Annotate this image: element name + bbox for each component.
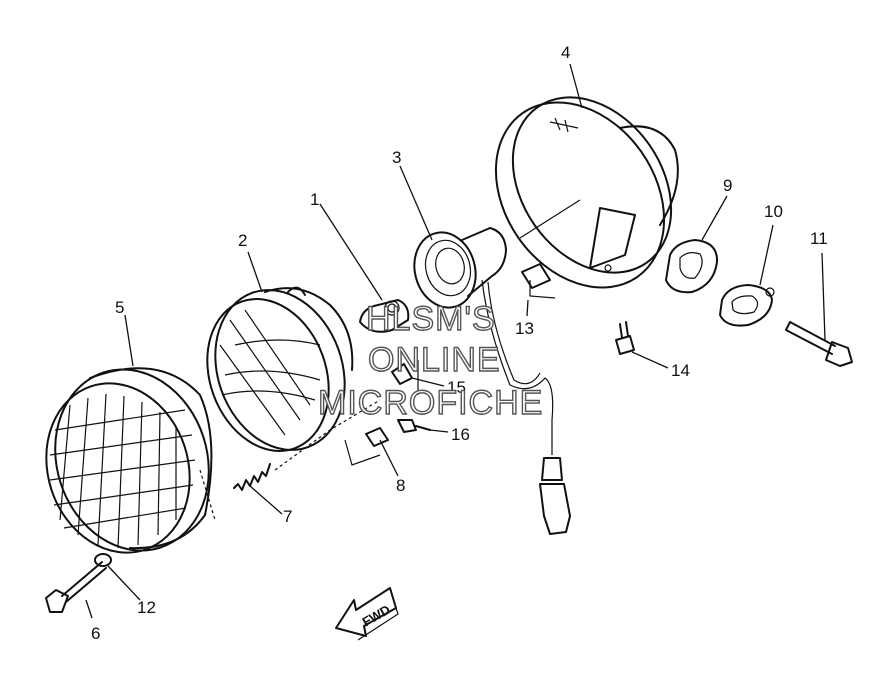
- wiring-lead: [481, 279, 571, 535]
- callout-6: 6: [91, 624, 100, 643]
- nut: [365, 427, 389, 447]
- callout-5: 5: [115, 298, 124, 317]
- callout-11: 11: [810, 229, 828, 248]
- cap: [719, 284, 775, 327]
- fwd-direction-arrow: FWD: [335, 587, 399, 641]
- headlight-guard-grille: [45, 367, 216, 554]
- adjusting-spring: [233, 463, 271, 491]
- watermark-line-3: MICROFICHE: [318, 384, 543, 422]
- callout-12: 12: [137, 598, 156, 617]
- screw: [45, 561, 107, 613]
- callout-9: 9: [723, 176, 732, 195]
- assembly-lines: [274, 360, 419, 471]
- grommet: [665, 239, 719, 294]
- watermark-line-1: HLSM'S: [366, 300, 496, 338]
- washer: [94, 553, 112, 567]
- housing-screw: [615, 321, 635, 355]
- callout-numbers: 1 2 3 4 5 6 7 8 9 10 11 12 13 14 15 16: [91, 43, 828, 643]
- headlight-lens-unit: [206, 286, 354, 452]
- callout-15: 15: [447, 378, 466, 397]
- watermark-line-2: ONLINE: [368, 341, 501, 379]
- bulb-socket-cover: [413, 227, 507, 309]
- callout-4: 4: [561, 43, 570, 62]
- callout-13: 13: [515, 319, 534, 338]
- callout-3: 3: [392, 148, 401, 167]
- callout-2: 2: [238, 231, 247, 250]
- callout-14: 14: [671, 361, 690, 380]
- callout-10: 10: [764, 202, 783, 221]
- fwd-label: FWD: [360, 602, 393, 630]
- headlight-bulb: [359, 299, 410, 333]
- callout-1: 1: [310, 190, 319, 209]
- bolt: [785, 321, 853, 367]
- callout-16: 16: [451, 425, 470, 444]
- leader-lines: [85, 63, 826, 619]
- small-screw: [397, 419, 431, 433]
- callout-7: 7: [283, 507, 292, 526]
- headlight-housing: [494, 96, 679, 289]
- callout-8: 8: [396, 476, 405, 495]
- watermark: HLSM'S ONLINE MICROFICHE: [317, 299, 543, 422]
- clamp: [521, 263, 556, 299]
